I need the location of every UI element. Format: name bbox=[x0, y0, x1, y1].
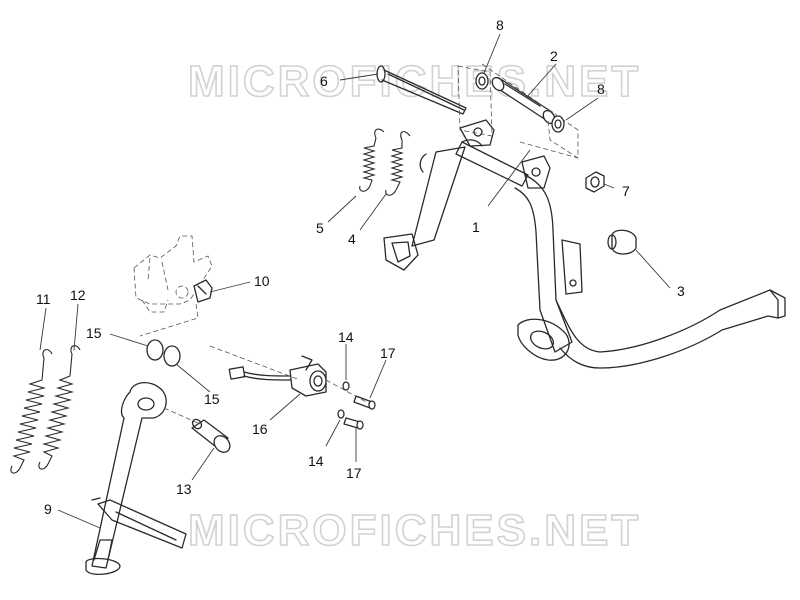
spring-11-part bbox=[10, 349, 53, 474]
shoulder-bolt-part bbox=[191, 418, 231, 453]
screw-lower-part bbox=[343, 417, 364, 430]
callout-14-lower: 14 bbox=[308, 453, 324, 469]
watermark-bottom: MICROFICHES.NET bbox=[188, 506, 641, 555]
side-stand-part bbox=[85, 382, 187, 576]
center-stand-part bbox=[383, 119, 786, 369]
callout-15-lower: 15 bbox=[204, 391, 220, 407]
o-ring-left-part bbox=[146, 339, 164, 361]
callout-14-upper: 14 bbox=[338, 329, 354, 345]
assembly-guide-bolt bbox=[163, 407, 201, 425]
nut-part bbox=[585, 171, 605, 193]
spring-4-part bbox=[385, 131, 411, 196]
pivot-bolt-part bbox=[376, 65, 467, 115]
side-stand-switch-part bbox=[228, 355, 327, 397]
callout-11: 11 bbox=[36, 291, 51, 307]
small-washer-lower-part bbox=[337, 409, 345, 419]
callout-6: 6 bbox=[320, 73, 328, 89]
assembly-guide-switch bbox=[209, 345, 301, 381]
screw-upper-part bbox=[353, 395, 376, 410]
callout-17-upper: 17 bbox=[380, 345, 396, 361]
assembly-guide-bracket bbox=[139, 303, 199, 337]
washer-right-part bbox=[551, 115, 565, 133]
clip-part bbox=[193, 279, 213, 303]
callout-5: 5 bbox=[316, 220, 324, 236]
callout-2: 2 bbox=[550, 48, 558, 64]
callout-10: 10 bbox=[254, 273, 270, 289]
small-washer-upper-part bbox=[342, 381, 350, 391]
washer-right-hole bbox=[554, 119, 562, 129]
rubber-stopper-part bbox=[607, 229, 637, 255]
leader-lines bbox=[39, 33, 671, 529]
o-ring-right-part bbox=[163, 345, 181, 367]
assembly-guide-bottom bbox=[519, 141, 579, 159]
callout-17-lower: 17 bbox=[346, 465, 362, 481]
spring-12-part bbox=[38, 345, 81, 470]
washer-left-hole bbox=[478, 76, 486, 86]
washer-left-part bbox=[475, 72, 489, 90]
callout-7: 7 bbox=[622, 183, 630, 199]
callout-1: 1 bbox=[472, 219, 480, 235]
callout-16: 16 bbox=[252, 421, 268, 437]
assembly-guide-left bbox=[457, 65, 493, 137]
watermark-top: MICROFICHES.NET bbox=[188, 57, 641, 106]
callout-9: 9 bbox=[44, 501, 52, 517]
callout-3: 3 bbox=[677, 283, 685, 299]
frame-bracket-ghost bbox=[133, 235, 213, 313]
callout-15-upper: 15 bbox=[86, 325, 102, 341]
bushing-pin-part bbox=[491, 76, 556, 125]
spring-5-part bbox=[359, 128, 385, 192]
callout-8-right: 8 bbox=[597, 81, 605, 97]
assembly-guide-screw bbox=[325, 379, 371, 405]
callout-8-upper: 8 bbox=[496, 17, 504, 33]
callout-4: 4 bbox=[348, 231, 356, 247]
callout-13: 13 bbox=[176, 481, 192, 497]
callout-12: 12 bbox=[70, 287, 86, 303]
